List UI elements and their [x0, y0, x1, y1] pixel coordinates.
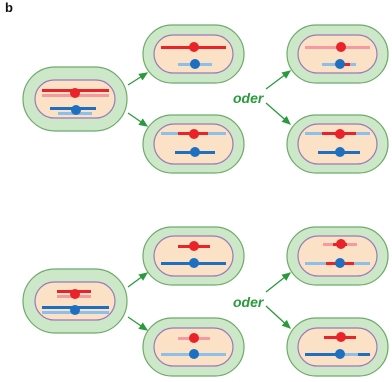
daughter-cell-bottom-1	[142, 226, 245, 286]
result-cell-bottom-2	[286, 317, 389, 377]
blue-centromere	[71, 105, 81, 115]
arrow-down	[127, 112, 149, 127]
or-label-top: oder	[233, 90, 264, 106]
result-cell-top-2	[286, 114, 389, 174]
arrow-right-up	[265, 70, 292, 90]
parent-cell-top	[22, 66, 128, 132]
arrow-up	[127, 72, 149, 86]
panel-label: b	[5, 0, 13, 15]
parent-cell-bottom	[22, 268, 128, 334]
result-cell-bottom-1	[286, 226, 389, 286]
or-label-bottom: oder	[233, 294, 264, 310]
daughter-cell-top-1	[142, 24, 245, 84]
red-centromere	[70, 88, 80, 98]
arrow-right-down	[265, 102, 291, 125]
result-cell-top-1	[286, 24, 389, 84]
daughter-cell-bottom-2	[142, 317, 245, 377]
daughter-cell-top-2	[142, 114, 245, 174]
